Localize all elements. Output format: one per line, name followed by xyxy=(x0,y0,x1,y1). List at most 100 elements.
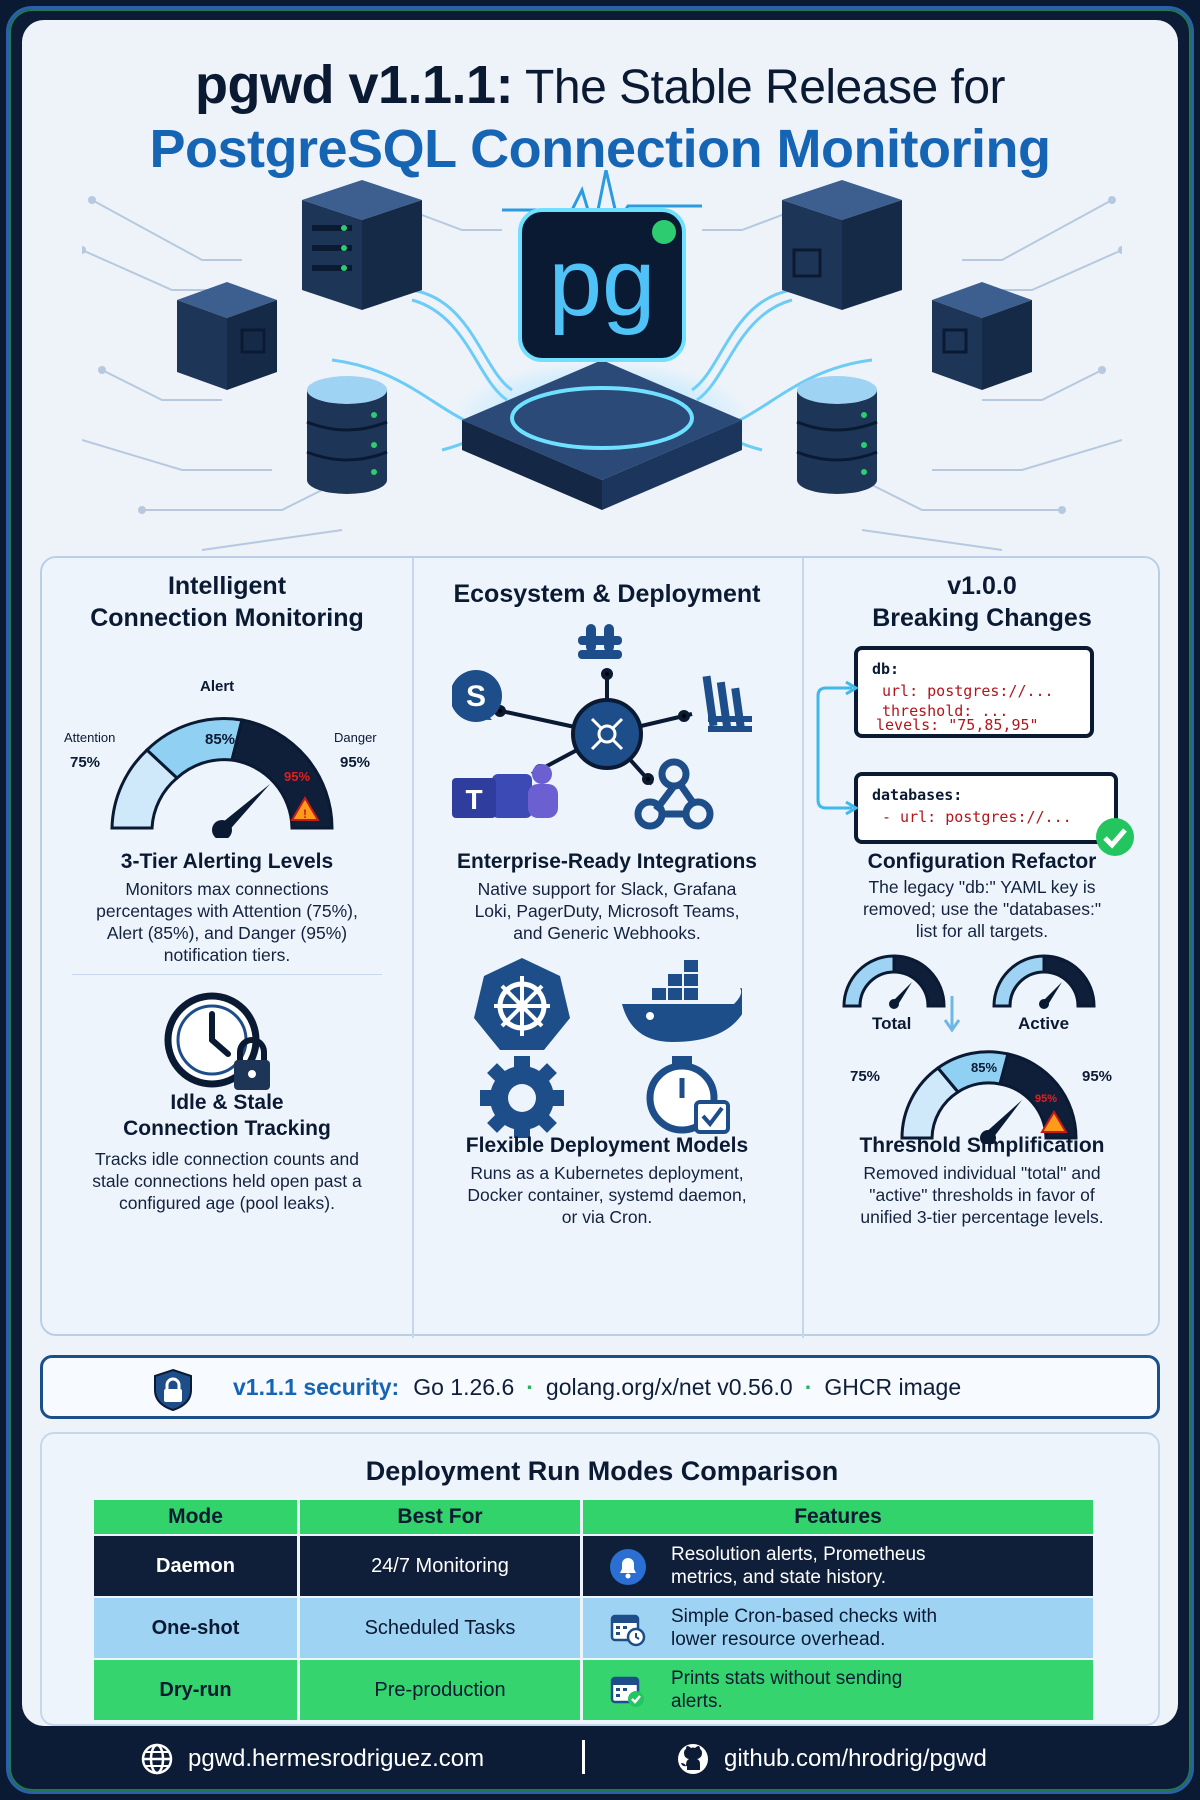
svg-text:T: T xyxy=(465,784,482,815)
alert-gauge: 85% 95% ! xyxy=(110,717,334,838)
separator-dot: · xyxy=(804,1373,813,1400)
gauge-attention-label: Attention xyxy=(64,730,116,745)
footer: pgwd.hermesrodriguez.com github.com/hrod… xyxy=(22,1728,1178,1788)
stopwatch-check-icon xyxy=(646,1056,730,1134)
migration-arrow xyxy=(816,680,859,816)
gauge-attention-pct: 75% xyxy=(70,754,101,771)
threshold-75-label: 75% xyxy=(850,1068,881,1085)
best-for-cell: Scheduled Tasks xyxy=(300,1598,583,1658)
table-row: Dry-run Pre-production Prints stats with… xyxy=(94,1660,1096,1720)
down-arrow-icon xyxy=(943,996,961,1033)
mode-cell: One-shot xyxy=(94,1598,300,1658)
column-header-mode: Mode xyxy=(94,1500,300,1534)
globe-icon xyxy=(141,1743,173,1775)
slack-icon xyxy=(578,624,622,659)
skype-icon: S xyxy=(452,670,502,722)
page-title: pgwd v1.1.1: The Stable Release for Post… xyxy=(22,54,1178,180)
threshold-simplification-desc: Removed individual "total" and"active" t… xyxy=(860,1163,1104,1227)
svg-text:95%: 95% xyxy=(1035,1093,1057,1105)
active-gauge xyxy=(992,954,1096,1009)
node-cube-icon xyxy=(932,282,1032,390)
security-go-version: Go 1.26.6 xyxy=(413,1373,515,1400)
col2-title: Ecosystem & Deployment xyxy=(453,580,761,608)
mode-cell: Dry-run xyxy=(94,1660,300,1720)
best-for-cell: 24/7 Monitoring xyxy=(300,1536,583,1596)
shield-lock-icon xyxy=(154,1368,192,1412)
github-icon xyxy=(678,1744,708,1774)
best-for-cell: Pre-production xyxy=(300,1660,583,1720)
hub-icon xyxy=(571,698,643,770)
node-cube-icon xyxy=(177,282,277,390)
col1-title: Intelligent Connection Monitoring xyxy=(90,572,364,632)
check-circle-icon xyxy=(1096,818,1134,856)
config-refactor-title: Configuration Refactor xyxy=(867,850,1097,873)
deployment-models-title: Flexible Deployment Models xyxy=(465,1134,749,1157)
security-label: v1.1.1 security: xyxy=(233,1373,400,1400)
website-link[interactable]: pgwd.hermesrodriguez.com xyxy=(188,1745,485,1772)
calendar-check-icon xyxy=(610,1676,644,1707)
teams-icon: T xyxy=(452,764,558,818)
gauge-danger-pct: 95% xyxy=(340,754,371,771)
legacy-config-code: db: url: postgres://... threshold: ... xyxy=(854,646,1094,738)
svg-text:pg: pg xyxy=(549,229,656,336)
svg-text:S: S xyxy=(466,680,486,713)
gauge-total-label: Total xyxy=(872,1014,912,1033)
database-icon xyxy=(306,376,388,494)
svg-text:85%: 85% xyxy=(971,1060,997,1075)
alerting-levels-title: 3-Tier Alerting Levels xyxy=(120,850,334,873)
threshold-simplification-title: Threshold Simplification xyxy=(859,1134,1105,1157)
mode-cell: Daemon xyxy=(94,1536,300,1596)
svg-text:95%: 95% xyxy=(284,769,310,784)
docker-icon xyxy=(622,960,742,1042)
server-icon xyxy=(302,180,422,310)
security-net-version: golang.org/x/net v0.56.0 xyxy=(545,1373,793,1400)
svg-text:85%: 85% xyxy=(205,731,235,748)
table-header-row: Mode Best For Features xyxy=(94,1500,1096,1534)
svg-text:!: ! xyxy=(303,807,307,821)
gauge-active-label: Active xyxy=(1018,1014,1070,1033)
calendar-clock-icon xyxy=(610,1614,646,1647)
run-modes-comparison: Deployment Run Modes Comparison Mode Bes… xyxy=(40,1432,1160,1726)
separator-dot: · xyxy=(526,1373,534,1400)
footer-divider xyxy=(582,1740,585,1774)
title-version: pgwd v1.1.1: xyxy=(194,55,514,115)
table-row: One-shot Scheduled Tasks Simple Cron-bas… xyxy=(94,1598,1096,1658)
bell-icon xyxy=(610,1549,646,1585)
node-cube-icon xyxy=(782,180,902,310)
title-line1-rest: The Stable Release for xyxy=(513,61,1005,114)
database-icon xyxy=(796,376,878,494)
column-header-best-for: Best For xyxy=(300,1500,583,1534)
security-banner: v1.1.1 security: Go 1.26.6 · golang.org/… xyxy=(40,1355,1160,1419)
threshold-95-label: 95% xyxy=(1082,1068,1113,1085)
clock-lock-icon xyxy=(164,992,270,1090)
github-link[interactable]: github.com/hrodrig/pgwd xyxy=(724,1745,987,1772)
security-ghcr-image: GHCR image xyxy=(824,1373,962,1400)
table-row: Daemon 24/7 Monitoring Resolution alerts… xyxy=(94,1536,1096,1596)
infographic-page: pgwd v1.1.1: The Stable Release for Post… xyxy=(22,20,1178,1726)
total-gauge xyxy=(842,954,946,1009)
circuit-lines xyxy=(82,199,1122,551)
kubernetes-icon xyxy=(474,958,570,1050)
threshold-gauge: 85% 95% xyxy=(900,1050,1078,1144)
gauge-alert-label: Alert xyxy=(200,678,235,695)
column-divider xyxy=(802,558,804,1338)
new-config-code: databases: - url: postgres://... xyxy=(854,772,1118,844)
gear-icon xyxy=(480,1056,564,1138)
integrations-hub-diagram: S T xyxy=(452,624,752,830)
hero-illustration: pg xyxy=(82,170,1122,551)
deployment-icons xyxy=(474,958,742,1138)
title-line2: PostgreSQL Connection Monitoring xyxy=(149,119,1051,179)
divider xyxy=(72,974,382,975)
comparison-title: Deployment Run Modes Comparison xyxy=(365,1456,839,1486)
integrations-title: Enterprise-Ready Integrations xyxy=(457,850,757,873)
gauge-danger-label: Danger xyxy=(334,730,377,745)
features-panel: Intelligent Connection Monitoring Alert … xyxy=(40,556,1160,1338)
